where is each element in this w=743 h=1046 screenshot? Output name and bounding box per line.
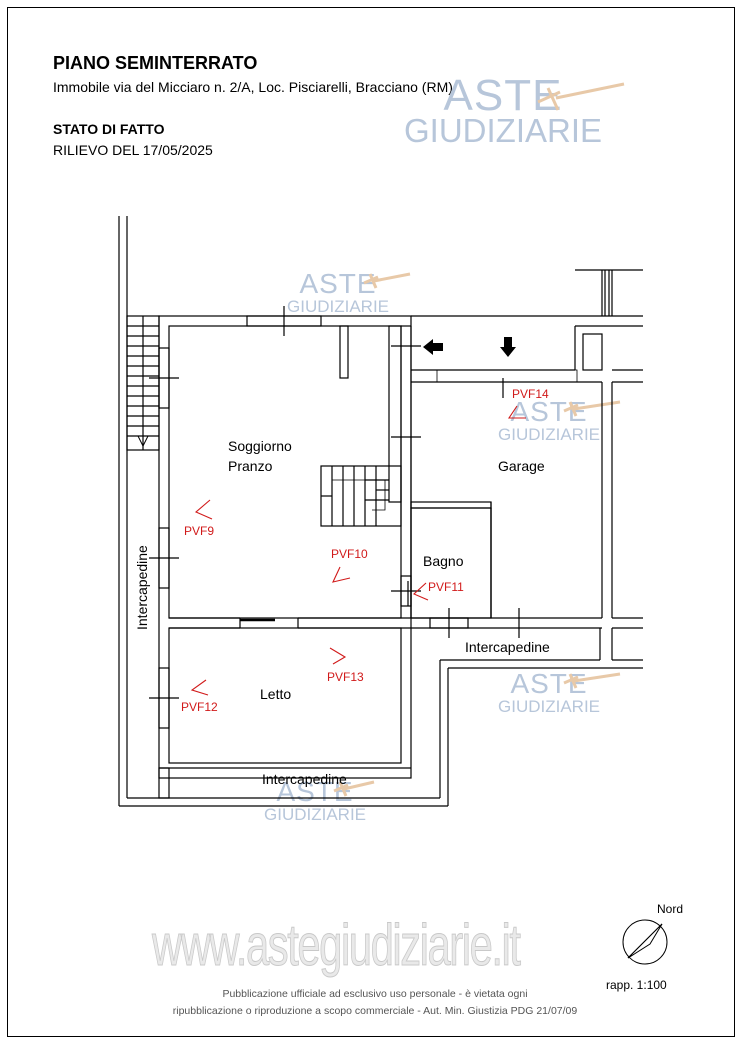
publication-notice-line2: ripubblicazione o riproduzione a scopo c… — [172, 1005, 578, 1017]
entrance-arrows — [423, 337, 516, 357]
camera-viewpoint-icon — [507, 405, 526, 419]
photo-label-pvf11: PVF11 — [428, 580, 464, 594]
arrow-left-icon — [423, 339, 443, 355]
page-title: PIANO SEMINTERRATO — [53, 53, 258, 73]
camera-viewpoint-icon — [332, 566, 351, 583]
watermark-logo: ASTE GIUDIZIARIE — [498, 668, 601, 716]
room-label-bagno: Bagno — [423, 553, 464, 569]
camera-viewpoint-icon — [190, 679, 209, 696]
room-label-soggiorno: Soggiorno — [228, 438, 292, 454]
sheet-border — [7, 7, 735, 1037]
photo-markers — [190, 405, 526, 696]
photo-label-pvf10: PVF10 — [331, 547, 368, 561]
arrow-down-icon — [500, 337, 516, 357]
watermark-site: www.astegiudiziarie.it — [152, 913, 522, 979]
room-label-pranzo: Pranzo — [228, 458, 273, 474]
gavel-icon — [333, 82, 625, 797]
room-label-intercapedine-left: Intercapedine — [134, 545, 150, 630]
camera-viewpoint-icon — [194, 499, 213, 520]
north-arrow-icon — [622, 919, 668, 965]
survey-date: RILIEVO DEL 17/05/2025 — [53, 142, 213, 158]
watermark-logo: ASTE GIUDIZIARIE — [404, 71, 603, 149]
property-address: Immobile via del Micciaro n. 2/A, Loc. P… — [53, 79, 453, 95]
photo-label-pvf12: PVF12 — [181, 700, 218, 714]
camera-viewpoint-icon — [413, 582, 429, 601]
room-label-intercapedine-right: Intercapedine — [465, 639, 550, 655]
publication-notice-line1: Pubblicazione ufficiale ad esclusivo uso… — [222, 988, 528, 1000]
walls — [118, 216, 643, 807]
watermark-logo: ASTE GIUDIZIARIE — [287, 268, 390, 316]
room-label-garage: Garage — [498, 458, 545, 474]
camera-viewpoint-icon — [329, 647, 347, 665]
scale-label: rapp. 1:100 — [606, 978, 667, 992]
room-label-letto: Letto — [260, 686, 291, 702]
room-label-intercapedine-bottom: Intercapedine — [262, 771, 347, 787]
photo-label-pvf9: PVF9 — [184, 524, 214, 538]
north-label: Nord — [657, 902, 684, 916]
photo-label-pvf13: PVF13 — [327, 670, 364, 684]
photo-label-pvf14: PVF14 — [512, 387, 549, 401]
plan-state: STATO DI FATTO — [53, 121, 165, 137]
